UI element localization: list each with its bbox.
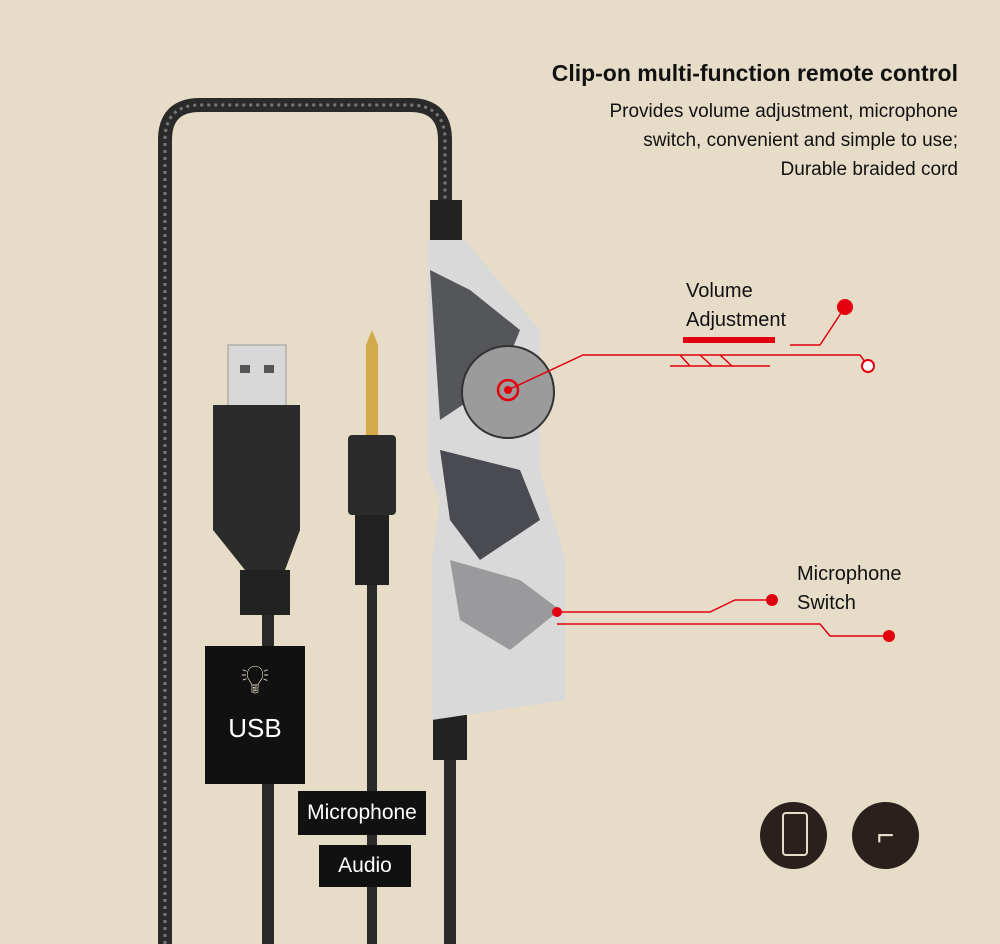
headline: Clip-on multi-function remote control <box>551 60 958 86</box>
audio-jack <box>366 330 378 435</box>
lightbulb-icon: 💡︎ <box>241 658 269 702</box>
usb-label: USB <box>228 713 282 743</box>
audio-label: Audio <box>319 845 411 887</box>
soldier-rifle-icon: ⌐ <box>852 802 919 869</box>
phone-gamepad-icon <box>760 802 827 869</box>
description-line: Durable braided cord <box>780 159 958 180</box>
description-line: switch, convenient and simple to use; <box>643 130 958 151</box>
volume-label: Adjustment <box>686 309 787 331</box>
mic-switch-label: Switch <box>797 592 856 614</box>
microphone-label: Microphone <box>298 791 426 835</box>
volume-label: Volume <box>686 280 753 302</box>
description-line: Provides volume adjustment, microphone <box>609 101 958 122</box>
usb-plug <box>227 344 287 408</box>
mic-switch-label: Microphone <box>797 563 902 585</box>
usb-label-box: 💡︎ USB <box>205 646 305 784</box>
